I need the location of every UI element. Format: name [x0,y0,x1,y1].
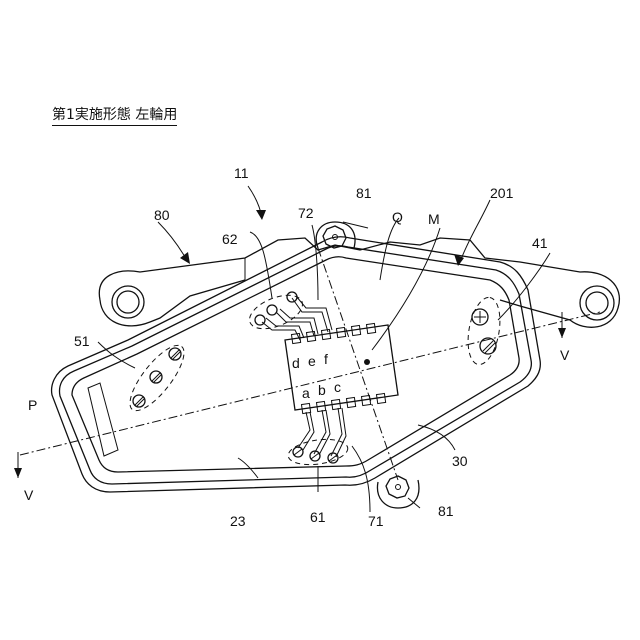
label-m: M [428,211,440,227]
upper-wiring [245,289,332,340]
label-30: 30 [452,453,468,469]
axis-line-m [318,248,398,480]
center-point-m [364,359,370,365]
pin-label-f: f [324,351,328,367]
pin-label-c: c [334,379,341,395]
arrow-11-head [256,210,266,220]
label-81-bottom: 81 [438,503,454,519]
pin-label-a: a [302,385,310,401]
label-72: 72 [298,205,314,221]
label-p: P [28,397,37,413]
label-23: 23 [230,513,246,529]
right-mounting-eye [580,286,614,320]
arrow-80-head [180,252,190,264]
screw-boss-bottom [377,476,418,508]
label-61: 61 [310,509,326,525]
label-v-right: V [560,347,570,363]
screw-boss-top [316,222,355,248]
left-mounting-eye [112,286,144,318]
mounting-bracket [99,238,619,327]
label-80: 80 [154,207,170,223]
label-62: 62 [222,231,238,247]
label-81-top: 81 [356,185,372,201]
axis-line-p [20,312,600,455]
label-41: 41 [532,235,548,251]
section-marker-left [14,452,22,478]
pin-label-b: b [318,382,326,398]
pin-label-d: d [292,355,300,371]
label-q: Q [392,209,403,225]
label-51: 51 [74,333,90,349]
label-11: 11 [234,165,249,181]
pin-label-e: e [308,353,316,369]
section-marker-right [558,312,566,338]
label-201: 201 [490,185,514,201]
label-71: 71 [368,513,384,529]
label-v-left: V [24,487,34,503]
connector-51 [121,338,192,418]
lower-wiring [287,408,350,468]
connector-41 [463,295,504,367]
